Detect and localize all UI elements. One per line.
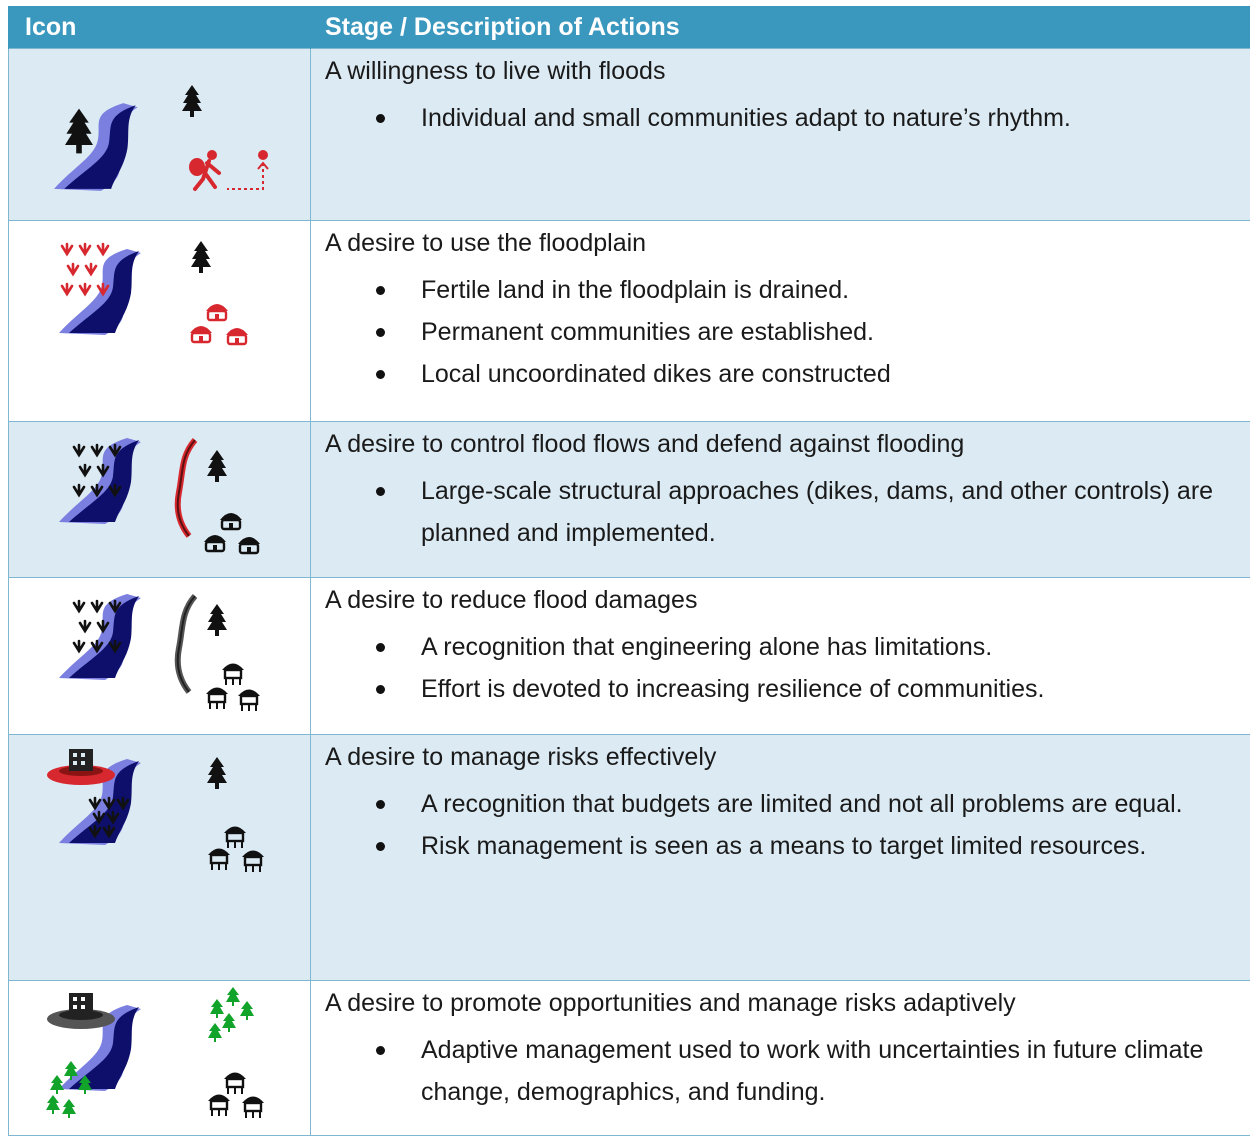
description-cell: A desire to control flood flows and defe… [311,422,1250,578]
stage-row: A desire to control flood flows and defe… [9,422,1250,578]
description-cell: A desire to promote opportunities and ma… [311,981,1250,1136]
description-cell: A desire to manage risks effectively A r… [311,735,1250,981]
icon-cell [9,735,311,981]
icon-cell [9,981,311,1136]
icon-cell [9,578,311,735]
river-risk-building-icon [9,735,309,974]
stage-row: A desire to promote opportunities and ma… [9,981,1250,1136]
stage-row: A desire to reduce flood damages A recog… [9,578,1250,735]
list-item: Permanent communities are established. [421,311,1242,353]
stage-row: A willingness to live with floods Indivi… [9,49,1250,221]
bullet-list: Adaptive management used to work with un… [325,1029,1242,1113]
river-farmland-huts-icon [9,221,309,415]
description-cell: A desire to reduce flood damages A recog… [311,578,1250,735]
list-item: A recognition that budgets are limited a… [421,783,1242,825]
stage-title: A desire to reduce flood damages [325,582,1242,618]
list-item: A recognition that engineering alone has… [421,626,1242,668]
stage-title: A desire to promote opportunities and ma… [325,985,1242,1021]
header-row: Icon Stage / Description of Actions [9,6,1250,49]
bullet-list: Large-scale structural approaches (dikes… [325,470,1242,554]
bullet-list: A recognition that budgets are limited a… [325,783,1242,867]
icon-cell [9,422,311,578]
bullet-list: A recognition that engineering alone has… [325,626,1242,710]
river-red-dike-icon [9,422,309,571]
stage-title: A desire to control flood flows and defe… [325,426,1242,462]
stage-row: A desire to use the floodplain Fertile l… [9,221,1250,422]
list-item: Individual and small communities adapt t… [421,97,1242,139]
list-item: Adaptive management used to work with un… [421,1029,1242,1113]
list-item: Effort is devoted to increasing resilien… [421,668,1242,710]
icon-cell [9,49,311,221]
stage-row: A desire to manage risks effectively A r… [9,735,1250,981]
stage-title: A desire to manage risks effectively [325,739,1242,775]
header-icon: Icon [9,6,311,49]
bullet-list: Individual and small communities adapt t… [325,97,1242,139]
list-item: Large-scale structural approaches (dikes… [421,470,1242,554]
river-grey-dike-raised-huts-icon [9,578,309,728]
icon-cell [9,221,311,422]
list-item: Risk management is seen as a means to ta… [421,825,1242,867]
description-cell: A desire to use the floodplain Fertile l… [311,221,1250,422]
stages-table: Icon Stage / Description of Actions [8,6,1250,1136]
stage-title: A desire to use the floodplain [325,225,1242,261]
description-cell: A willingness to live with floods Indivi… [311,49,1250,221]
bullet-list: Fertile land in the floodplain is draine… [325,269,1242,395]
stage-title: A willingness to live with floods [325,53,1242,89]
list-item: Fertile land in the floodplain is draine… [421,269,1242,311]
river-adaptive-forest-icon [9,981,309,1129]
header-description: Stage / Description of Actions [311,6,1250,49]
list-item: Local uncoordinated dikes are constructe… [421,353,1242,395]
river-walker-icon [9,49,309,214]
